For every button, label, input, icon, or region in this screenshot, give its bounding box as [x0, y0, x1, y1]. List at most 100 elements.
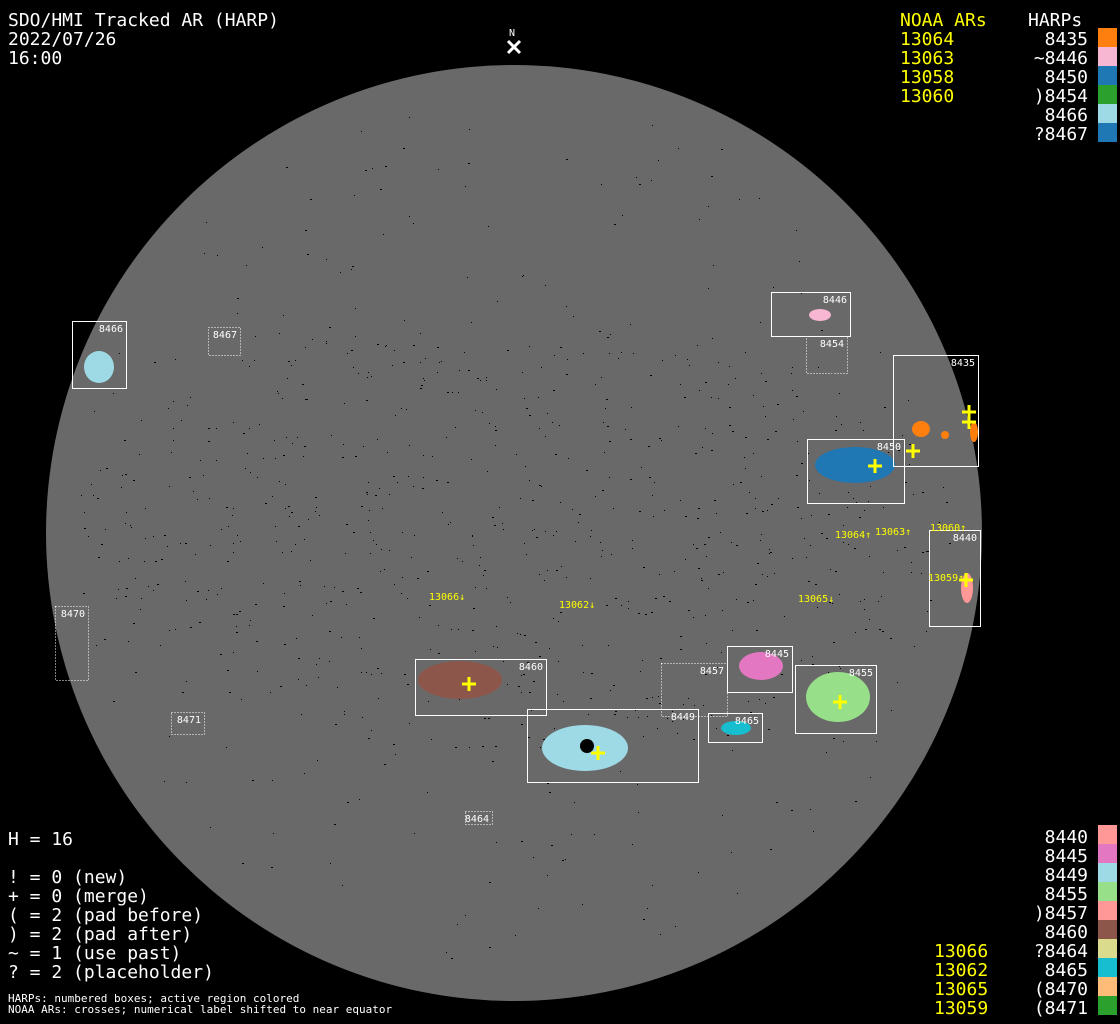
solar-disk [46, 65, 982, 1001]
region-8435-a [912, 421, 930, 437]
harp-color-swatch [1098, 28, 1117, 47]
harp-color-swatch [1098, 977, 1117, 996]
harp-entry: )8454 [1033, 86, 1088, 107]
noaa-cross-icon [868, 459, 882, 473]
harp-color-swatch [1098, 47, 1117, 66]
harp-color-swatch [1098, 85, 1117, 104]
harp-box-label: 8460 [519, 662, 543, 673]
noaa-ar-entry: 13060 [900, 86, 955, 107]
harp-box [929, 530, 981, 627]
harp-color-swatch [1098, 863, 1117, 882]
region-8450 [815, 447, 895, 483]
harp-color-swatch [1098, 901, 1117, 920]
noaa-cross-icon [959, 573, 973, 587]
noaa-ar-entry: 13066 [934, 941, 989, 962]
harps-header: HARPs [1028, 10, 1083, 31]
harp-box [208, 327, 241, 356]
sunspot-8449 [580, 739, 594, 753]
harp-box-label: 8471 [177, 715, 201, 726]
noaa-header: NOAA ARs [900, 10, 987, 31]
region-8435-c [970, 422, 978, 442]
harp-box-label: 8465 [735, 716, 759, 727]
harp-color-swatch [1098, 958, 1117, 977]
harp-entry: ?8464 [1033, 941, 1088, 962]
noaa-ar-label: 13064↑ [835, 530, 871, 541]
footnote-noaa: NOAA ARs: crosses; numerical label shift… [8, 1003, 393, 1016]
harp-color-swatch [1098, 996, 1117, 1015]
noaa-ar-entry: 13059 [934, 998, 989, 1019]
harp-entry: 8449 [1044, 865, 1088, 886]
stat-line: ? = 2 (placeholder) [8, 962, 214, 983]
harp-count: H = 16 [8, 829, 74, 850]
noaa-ar-label: 13066↓ [429, 592, 465, 603]
noaa-cross-icon [591, 746, 605, 760]
harp-box-label: 8464 [465, 814, 489, 825]
harp-color-swatch [1098, 825, 1117, 844]
noaa-labels: 13066↓13062↓13065↓13064↑13063↑13060↑1305… [429, 523, 966, 611]
region-8446 [809, 309, 831, 321]
harp-box [893, 355, 979, 467]
noaa-cross-icon [962, 415, 976, 429]
harp-box [527, 709, 699, 783]
harp-entry: 8455 [1044, 884, 1088, 905]
title: SDO/HMI Tracked AR (HARP) [8, 10, 279, 31]
harp-box [771, 292, 851, 337]
harp-color-swatch [1098, 882, 1117, 901]
harp-entry: 8440 [1044, 827, 1088, 848]
harp-entry: 8460 [1044, 922, 1088, 943]
stat-line: ~ = 1 (use past) [8, 943, 182, 964]
region-8460 [418, 661, 502, 699]
harp-box [807, 439, 905, 504]
harp-box [415, 659, 547, 716]
harp-box-label: 8454 [820, 339, 844, 350]
harp-box-label: 8445 [765, 649, 789, 660]
harp-entry: 8445 [1044, 846, 1088, 867]
time: 16:00 [8, 48, 63, 69]
noaa-ar-entry: 13058 [900, 67, 955, 88]
noaa-ar-entry: 13064 [900, 29, 955, 50]
harp-entry: 8466 [1044, 105, 1088, 126]
harp-entry: (8470 [1033, 979, 1088, 1000]
stat-line: ) = 2 (pad after) [8, 924, 193, 945]
harp-entry: 8465 [1044, 960, 1088, 981]
harp-entry: 8450 [1044, 67, 1088, 88]
footnote-harps: HARPs: numbered boxes; active region col… [8, 992, 300, 1005]
noaa-ar-entry: 13065 [934, 979, 989, 1000]
harp-box-label: 8450 [877, 442, 901, 453]
harp-color-swatch [1098, 123, 1117, 142]
harp-box [55, 606, 89, 681]
stat-line: + = 0 (merge) [8, 886, 149, 907]
harp-box [171, 712, 205, 735]
harp-box [72, 321, 127, 389]
region-8466 [84, 351, 114, 383]
harp-color-swatch [1098, 844, 1117, 863]
magnetic-specks [81, 117, 951, 959]
north-label: N [509, 28, 516, 39]
noaa-ar-label: 13059↑ [928, 573, 964, 584]
harp-box [708, 713, 763, 743]
noaa-cross-icon [833, 695, 847, 709]
region-8455 [806, 672, 870, 722]
harp-box [795, 665, 877, 734]
harp-color-swatch [1098, 104, 1117, 123]
region-8435-b [941, 431, 949, 439]
harp-entry: )8457 [1033, 903, 1088, 924]
noaa-ar-label: 13065↓ [798, 594, 834, 605]
harp-box-label: 8446 [823, 295, 847, 306]
noaa-crosses [462, 405, 976, 760]
harp-entry: 8435 [1044, 29, 1088, 50]
region-8465 [721, 721, 751, 735]
noaa-ar-entry: 13063 [900, 48, 955, 69]
stat-line: ! = 0 (new) [8, 867, 128, 888]
harp-box-label: 8466 [99, 324, 123, 335]
harp-box-label: 8455 [849, 668, 873, 679]
north-marker-icon [506, 39, 522, 55]
noaa-ar-label: 13060↑ [930, 523, 966, 534]
noaa-cross-icon [462, 677, 476, 691]
harp-box-label: 8435 [951, 358, 975, 369]
harp-entry: ~8446 [1033, 48, 1088, 69]
harp-color-swatch [1098, 66, 1117, 85]
harp-color-swatch [1098, 939, 1117, 958]
